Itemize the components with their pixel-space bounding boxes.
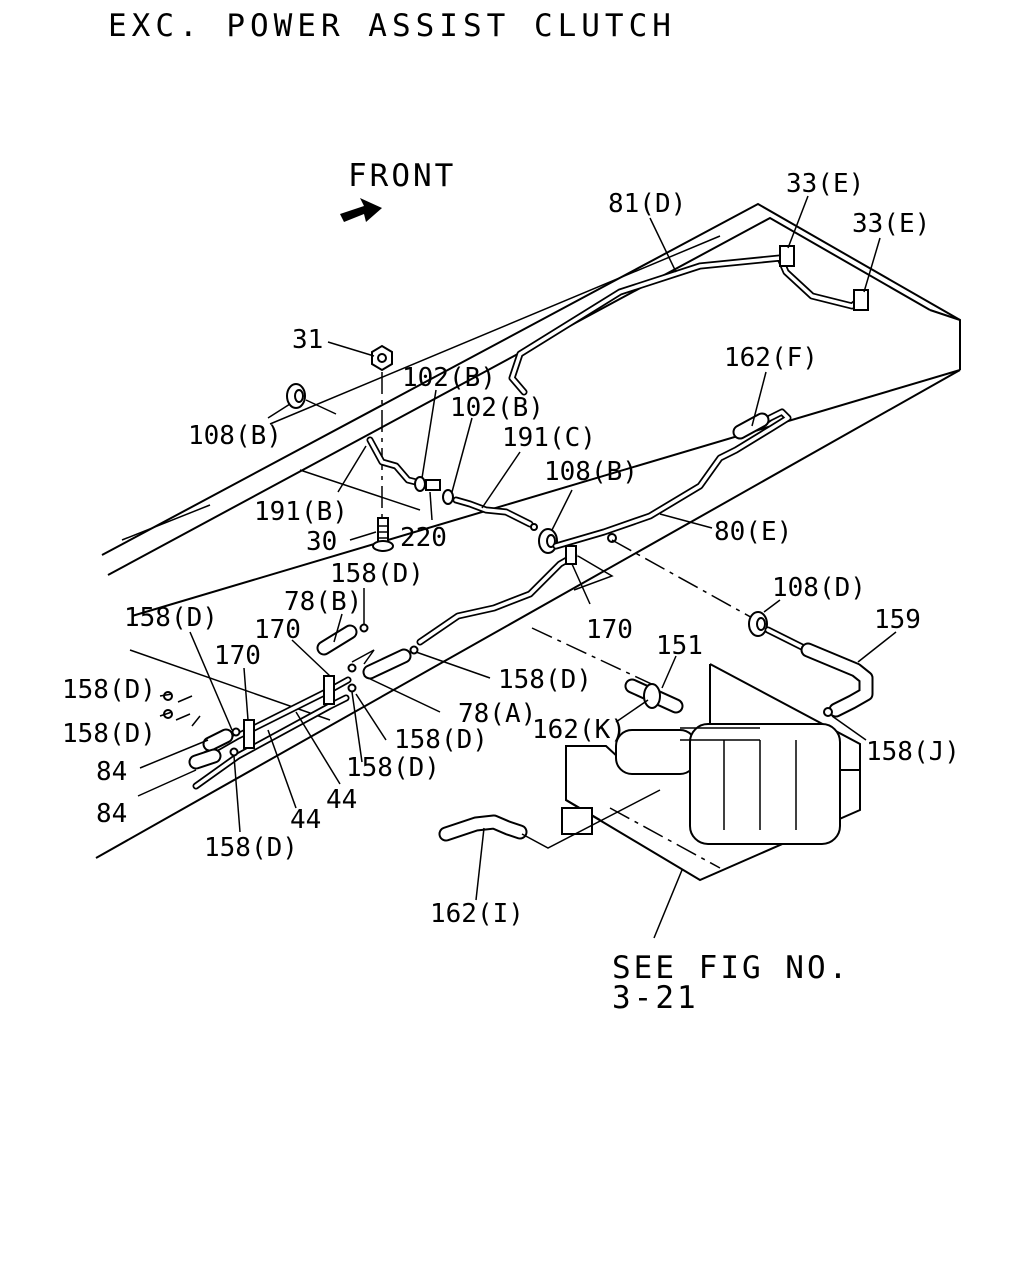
callout-102b: 102(B) [450,393,544,423]
callout-162k: 162(K) [532,715,626,745]
canister-assembly [561,663,861,882]
union-102b-b [442,489,454,505]
reference-line-1: SEE FIG NO. [612,950,850,986]
hoses-84 [188,728,234,770]
pipe-81d [508,254,866,396]
pipe-80e [552,408,792,550]
callout-220: 220 [400,523,447,553]
callout-108b: 108(B) [544,457,638,487]
callout-162f: 162(F) [724,343,818,373]
grommet-108b-b [538,528,558,554]
hose-162f [732,412,770,440]
front-arrow-icon [340,198,382,222]
callout-158d: 158(D) [498,665,592,695]
callout-33e: 33(E) [852,209,930,239]
hose-78b [316,624,358,656]
callout-159: 159 [874,605,921,635]
clip-33e-b [853,289,869,311]
callout-84: 84 [96,757,127,787]
callout-151: 151 [656,631,703,661]
callout-158d: 158(D) [330,559,424,589]
pipe-lower-78a [416,552,578,646]
callout-44: 44 [290,805,321,835]
clamp-170-c [323,675,335,705]
reference-line-2: 3-21 [612,980,699,1016]
callout-44: 44 [326,785,357,815]
callout-108d: 108(D) [772,573,866,603]
callout-labels: 33(E) 33(E) 81(D) 31 108(B) 102(B) 102(B… [62,169,960,929]
callout-81d: 81(D) [608,189,686,219]
callout-158d: 158(D) [62,719,156,749]
bolt-30 [372,517,394,552]
callout-170: 170 [254,615,301,645]
callout-191c: 191(C) [502,423,596,453]
leader-lines [137,195,897,939]
chassis-frame [95,202,961,859]
clamp-170-b [243,719,255,749]
union-102b-a [414,476,426,492]
callout-170: 170 [214,641,261,671]
callout-30: 30 [306,527,337,557]
callout-158d: 158(D) [62,675,156,705]
callout-158d: 158(D) [346,753,440,783]
nut-31 [371,344,393,372]
front-label: FRONT [348,158,456,194]
callout-170: 170 [586,615,633,645]
clip-33e-a [779,245,795,267]
callout-158d: 158(D) [394,725,488,755]
callout-84: 84 [96,799,127,829]
callout-80e: 80(E) [714,517,792,547]
callout-102b: 102(B) [402,363,496,393]
grommet-108d [748,611,768,637]
callout-162i: 162(I) [430,899,524,929]
pipe-159 [764,626,874,718]
grommet-108b-a [286,383,306,409]
callout-78b: 78(B) [284,587,362,617]
callout-158d: 158(D) [204,833,298,863]
clamp-151 [643,683,661,709]
callout-191b: 191(B) [254,497,348,527]
pipe-191b-191c [366,436,534,528]
callout-108b: 108(B) [188,421,282,451]
callout-78a: 78(A) [458,699,536,729]
callout-158d: 158(D) [124,603,218,633]
callout-158j: 158(J) [866,737,960,767]
callout-31: 31 [292,325,323,355]
coupler-220 [425,479,441,491]
diagram-title: EXC. POWER ASSIST CLUTCH [108,8,676,44]
clamp-170-a [565,545,577,565]
hose-162i [438,814,528,842]
hose-78a [362,648,412,680]
callout-33e: 33(E) [786,169,864,199]
